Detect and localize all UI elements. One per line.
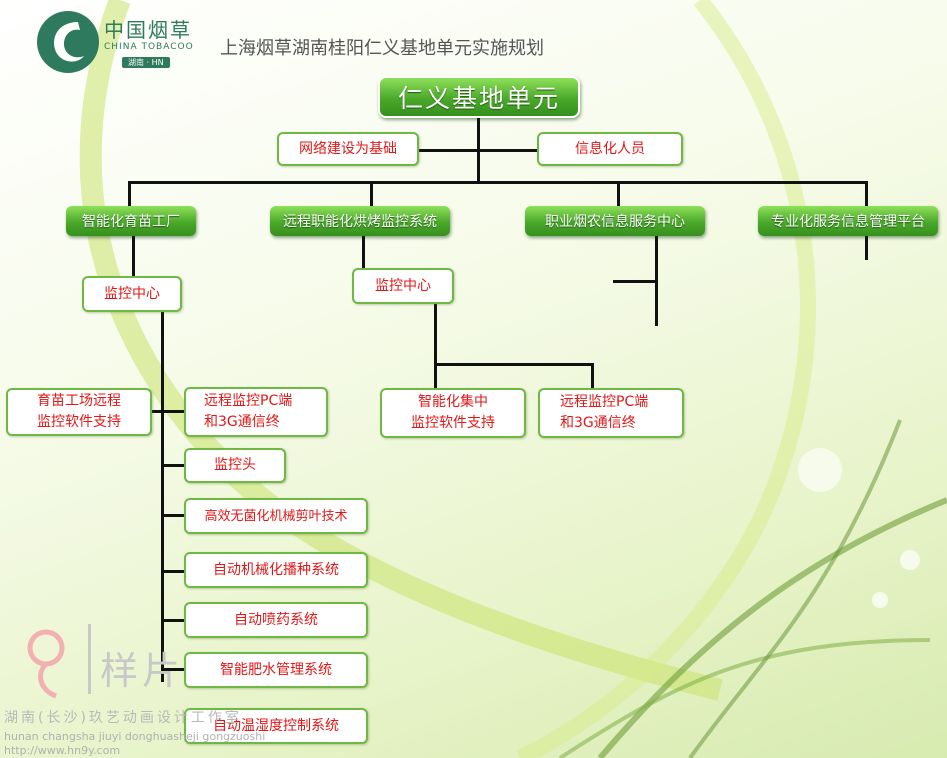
curing-item-pc-3g: 远程监控PC端 和3G通信终 (538, 388, 684, 438)
root-node: 仁义基地单元 (378, 76, 580, 118)
nursery-item-spraying: 自动喷药系统 (184, 602, 368, 638)
curing-item-central-software-line2: 监控软件支持 (411, 415, 495, 431)
nursery-monitor-center: 监控中心 (82, 276, 182, 312)
nursery-item-camera: 监控头 (184, 448, 286, 483)
branch-curing: 远程职能化烘烤监控系统 (270, 206, 450, 236)
nursery-item-fertigation: 智能肥水管理系统 (184, 652, 368, 688)
support-node-network: 网络建设为基础 (277, 132, 419, 166)
support-node-personnel: 信息化人员 (537, 132, 683, 166)
watermark-sample-text: 样片 (100, 649, 185, 693)
logo-text-cn: 中国烟草 (104, 18, 192, 42)
nursery-remote-software-line1: 育苗工场远程 (37, 393, 121, 409)
logo-region-tag: 湖南 · HN (122, 57, 170, 68)
china-tobacco-logo-icon (37, 11, 99, 73)
watermark-pinyin: hunan changsha jiuyi donghuasheji gongzu… (4, 730, 266, 743)
watermark-logo-icon (27, 629, 65, 699)
watermark-divider (88, 624, 91, 694)
curing-item-pc-3g-line1: 远程监控PC端 (560, 394, 649, 410)
curing-monitor-center: 监控中心 (352, 268, 454, 304)
branch-service: 职业烟农信息服务中心 (525, 206, 705, 236)
nursery-item-seeding: 自动机械化播种系统 (184, 552, 368, 588)
branch-nursery: 智能化育苗工厂 (66, 206, 196, 236)
watermark-studio-name: 湖南(长沙)玖艺动画设计工作室 (4, 710, 242, 726)
curing-item-central-software: 智能化集中 监控软件支持 (380, 388, 526, 438)
branch-platform: 专业化服务信息管理平台 (758, 206, 938, 236)
nursery-remote-software-line2: 监控软件支持 (37, 414, 121, 430)
nursery-remote-software: 育苗工场远程 监控软件支持 (6, 388, 152, 436)
nursery-item-climate: 自动温湿度控制系统 (184, 708, 368, 744)
page-title: 上海烟草湖南桂阳仁义基地单元实施规划 (220, 38, 544, 59)
nursery-item-pc-3g: 远程监控PC端 和3G通信终 (184, 387, 328, 437)
nursery-item-pc-3g-line1: 远程监控PC端 (204, 393, 293, 409)
logo-text-en: CHINA TOBACOO (104, 42, 194, 52)
curing-item-central-software-line1: 智能化集中 (418, 394, 488, 410)
nursery-item-pc-3g-line2: 和3G通信终 (204, 414, 280, 430)
butterfly-icon (798, 448, 842, 492)
curing-item-pc-3g-line2: 和3G通信终 (560, 415, 636, 431)
nursery-item-leaf-cutting: 高效无菌化机械剪叶技术 (184, 498, 368, 534)
watermark-url: http://www.hn9y.com (4, 744, 121, 757)
